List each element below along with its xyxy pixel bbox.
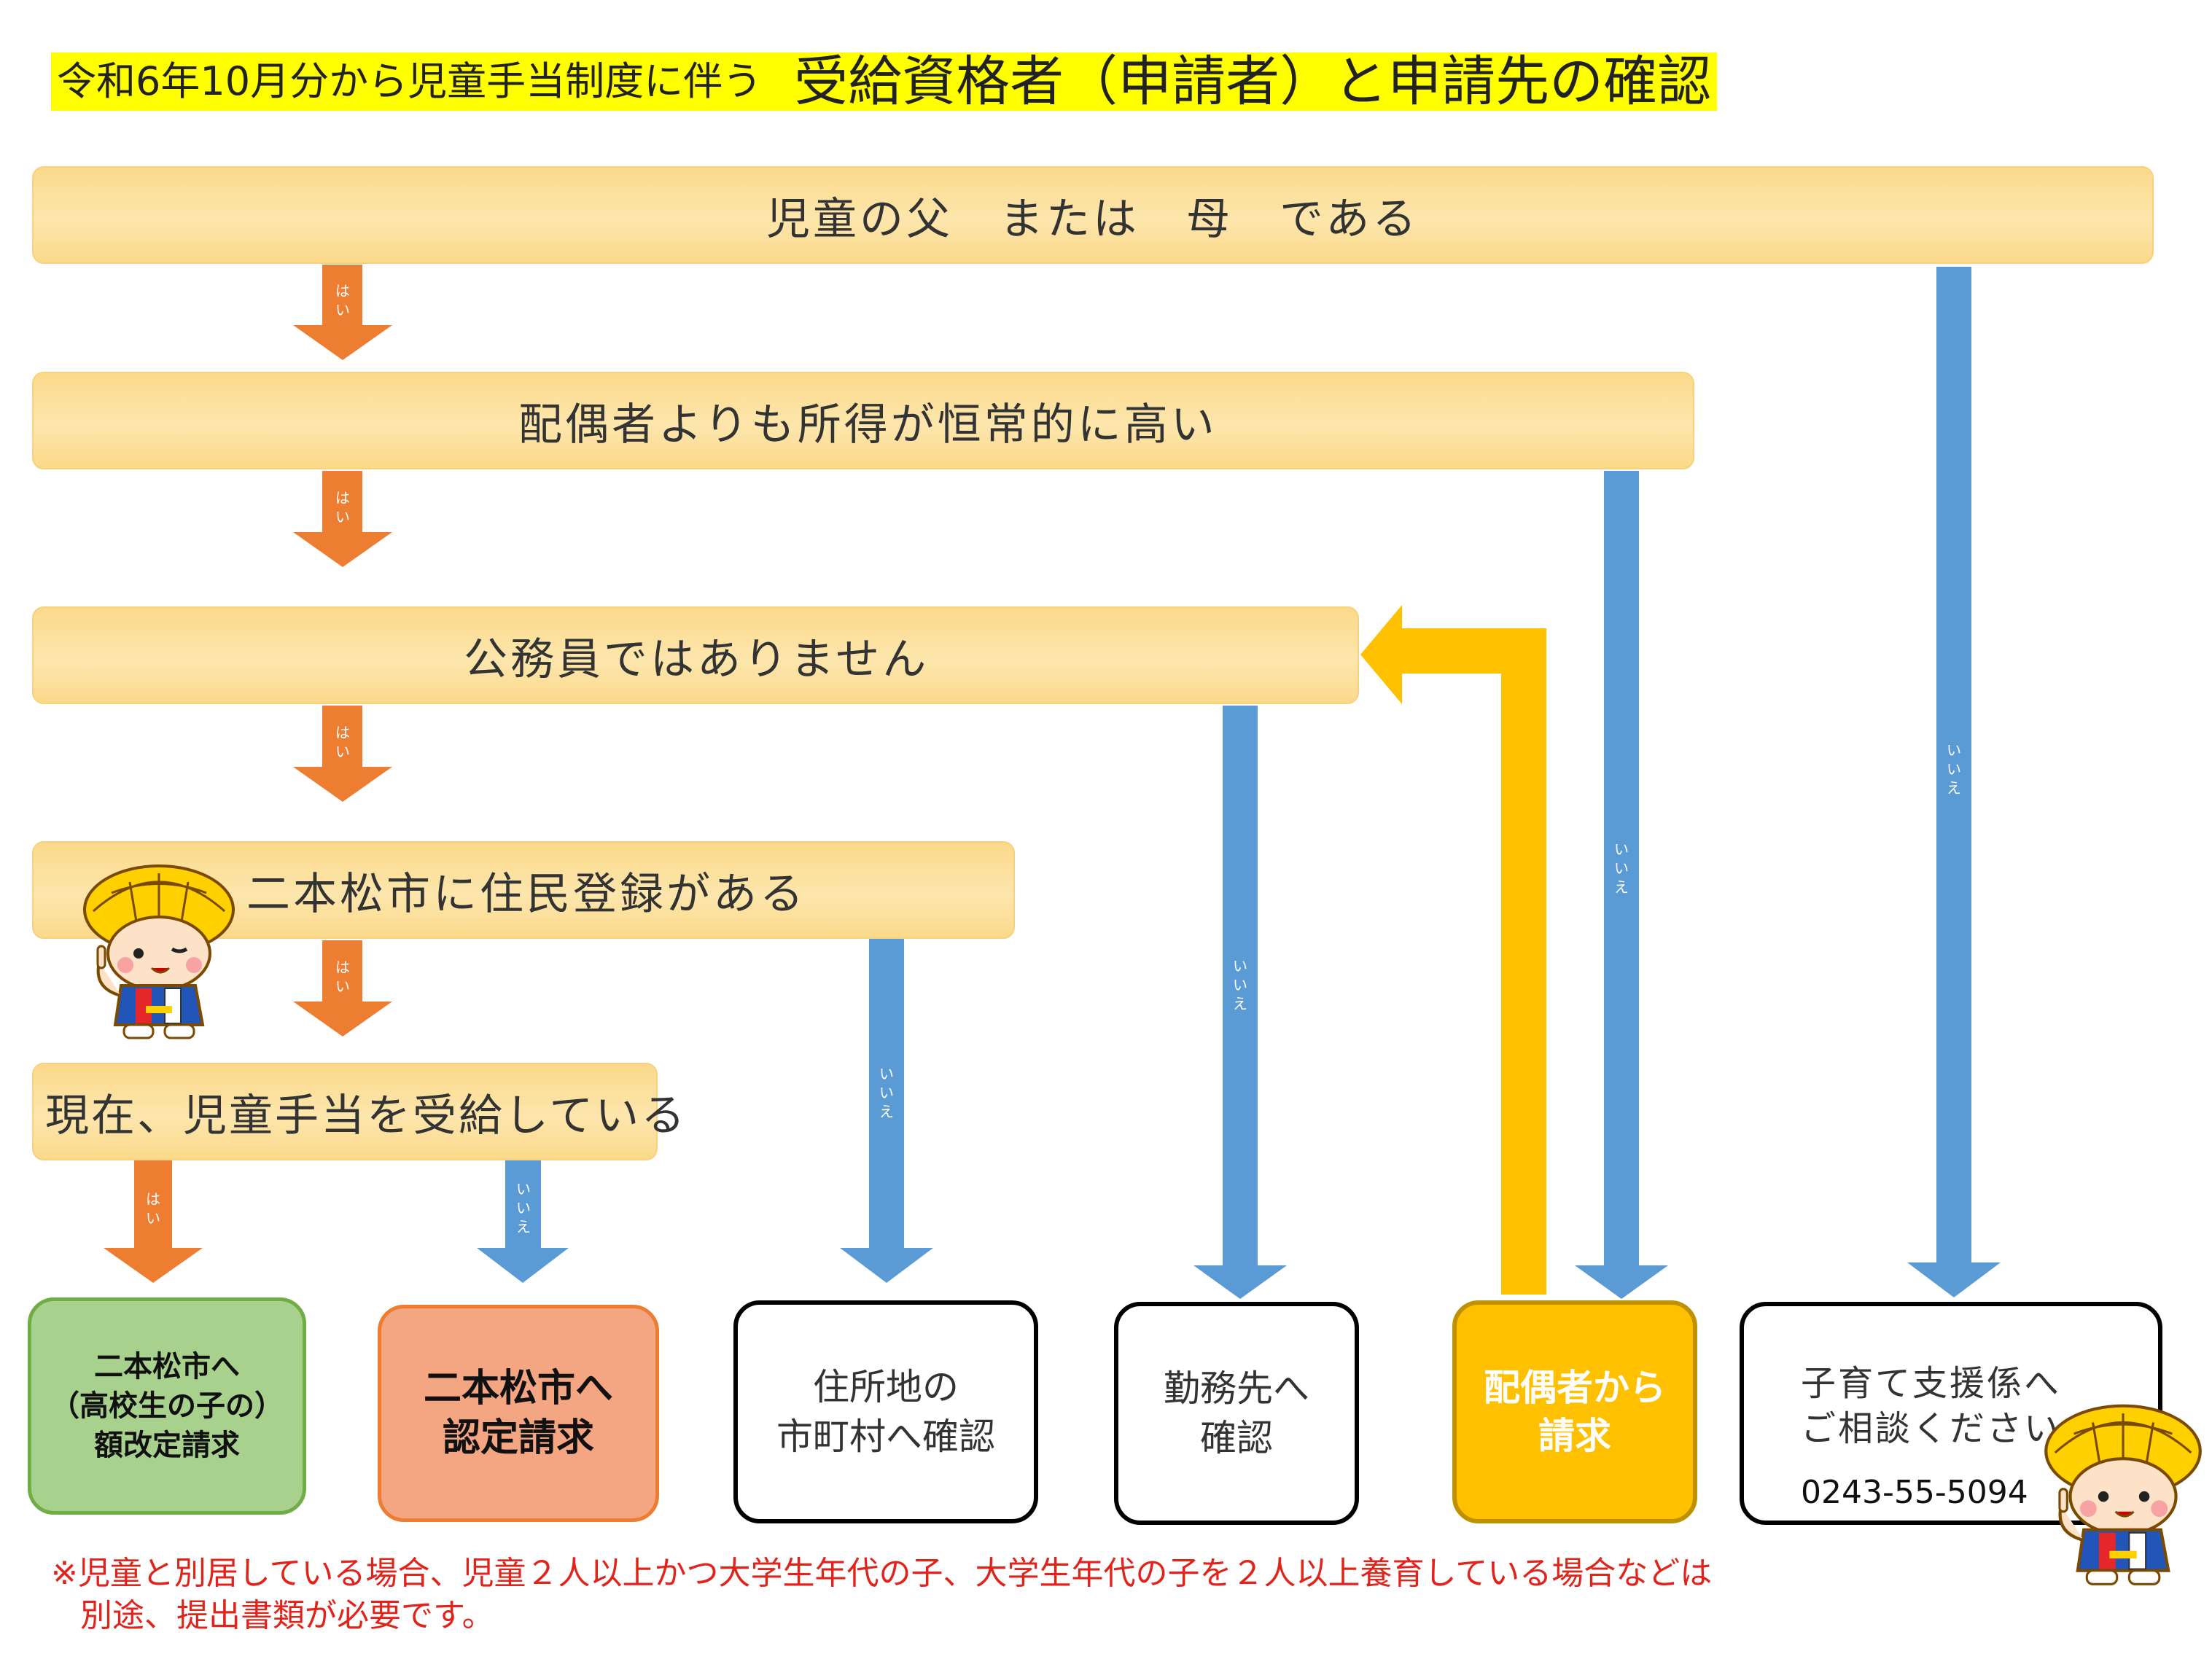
mascot-icon <box>83 864 235 1039</box>
result-certification-request: 二本松市へ 認定請求 <box>378 1305 659 1522</box>
yes-arrow-5 <box>104 1160 203 1283</box>
result-check-municipality: 住所地の 市町村へ確認 <box>733 1300 1038 1523</box>
question-parent: 児童の父 または 母 である <box>32 166 2154 264</box>
title-prefix: 令和6年10月分から児童手当制度に伴う <box>57 58 763 104</box>
yes-label-3: はい <box>335 724 350 760</box>
result-check-workplace-label: 勤務先へ 確認 <box>1164 1367 1309 1459</box>
question-public-servant-label: 公務員ではありません <box>464 633 930 685</box>
no-arrow-residence <box>840 939 933 1283</box>
yes-label-5: はい <box>146 1190 160 1227</box>
yes-label-4: はい <box>335 959 350 995</box>
no-label-public-servant: いいえ <box>1233 957 1247 1012</box>
yes-arrow-1 <box>293 265 392 360</box>
footnote-line-1: ※児童と別居している場合、児童２人以上かつ大学生年代の子、大学生年代の子を２人以… <box>51 1555 1713 1592</box>
no-label-parent: いいえ <box>1947 741 1961 797</box>
result-amount-revision-label: 二本松市へ （高校生の子の） 額改定請求 <box>50 1350 284 1462</box>
yes-arrow-4 <box>293 940 392 1037</box>
page-title: 令和6年10月分から児童手当制度に伴う 受給資格者（申請者）と申請先の確認 <box>51 50 1718 113</box>
result-spouse-request: 配偶者から 請求 <box>1452 1300 1697 1523</box>
footnote: ※児童と別居している場合、児童２人以上かつ大学生年代の子、大学生年代の子を２人以… <box>51 1553 1712 1637</box>
support-phone-number: 0243-55-5094 <box>1801 1474 2028 1511</box>
yes-label-2: はい <box>335 489 350 526</box>
return-arrow <box>1360 605 1546 1295</box>
result-check-municipality-label: 住所地の 市町村へ確認 <box>776 1366 995 1458</box>
question-receiving-label: 現在、児童手当を受給している <box>45 1090 688 1141</box>
result-certification-request-label: 二本松市へ 認定請求 <box>423 1367 613 1460</box>
footnote-line-2: 別途、提出書類が必要です。 <box>80 1597 494 1634</box>
question-receiving: 現在、児童手当を受給している <box>32 1063 685 1160</box>
result-amount-revision: 二本松市へ （高校生の子の） 額改定請求 <box>28 1297 306 1515</box>
result-check-workplace: 勤務先へ 確認 <box>1114 1302 1359 1525</box>
question-income-label: 配偶者よりも所得が恒常的に高い <box>518 399 1218 450</box>
result-consult-support-label: 子育て支援係へ ご相談ください <box>1801 1363 2062 1449</box>
no-label-residence: いいえ <box>879 1065 894 1120</box>
mascot-icon <box>2044 1404 2202 1585</box>
question-income: 配偶者よりも所得が恒常的に高い <box>32 372 1694 469</box>
yes-arrow-2 <box>293 471 392 567</box>
yes-arrow-3 <box>293 706 392 802</box>
no-label-income: いいえ <box>1614 840 1629 896</box>
yes-label-1: はい <box>335 282 350 319</box>
question-parent-label: 児童の父 または 母 である <box>766 193 1420 245</box>
no-arrow-receiving <box>477 1160 569 1283</box>
result-spouse-request-label: 配偶者から 請求 <box>1484 1367 1666 1457</box>
no-arrow-parent <box>1907 267 2001 1297</box>
no-arrow-income <box>1575 471 1668 1299</box>
no-label-receiving: いいえ <box>516 1180 531 1236</box>
question-residence-label: 二本松市に住民登録がある <box>246 868 806 920</box>
title-main: 受給資格者（申請者）と申請先の確認 <box>794 50 1712 113</box>
no-arrow-public-servant <box>1193 706 1287 1299</box>
question-public-servant: 公務員ではありません <box>32 606 1359 704</box>
